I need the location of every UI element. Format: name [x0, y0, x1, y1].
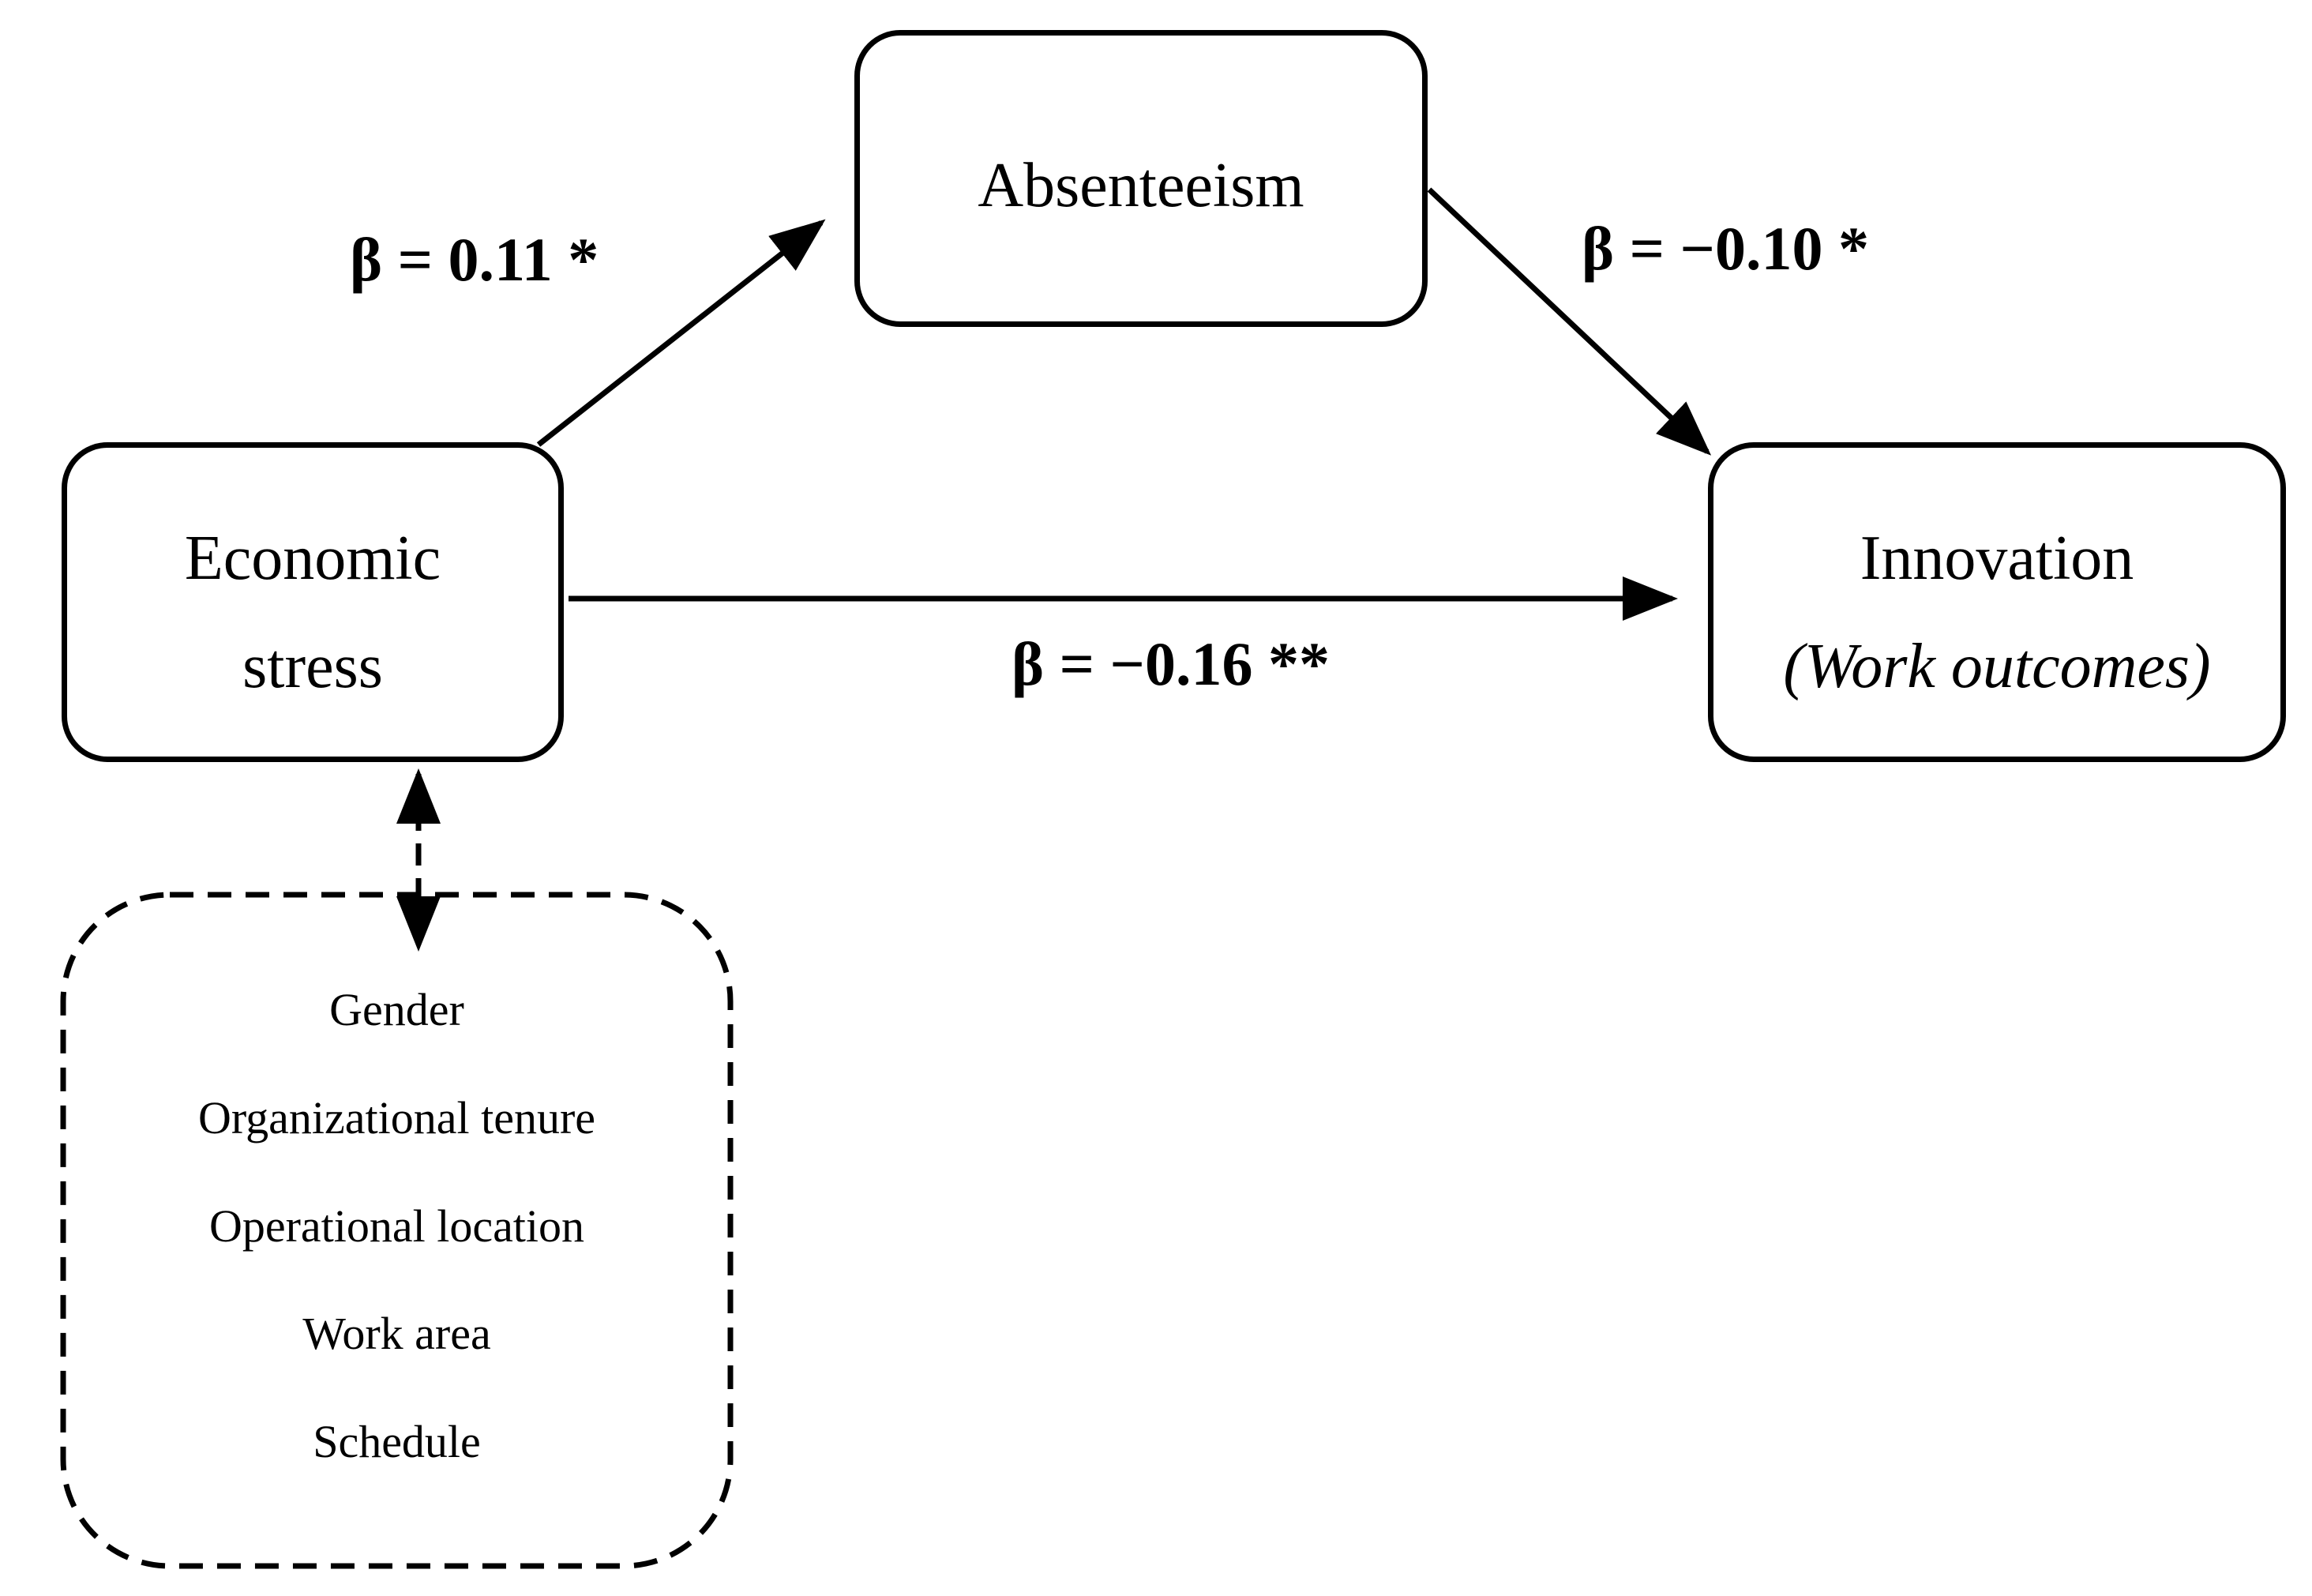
node-innovation-line2: (Work outcomes) [1783, 632, 2211, 701]
node-absenteeism-label: Absenteeism [978, 151, 1304, 220]
node-innovation: Innovation (Work outcomes) [1708, 442, 2286, 762]
control-item: Gender [329, 984, 464, 1035]
control-item: Operational location [208, 1200, 585, 1252]
arrow-absenteeism-to-innovation [1427, 187, 1712, 456]
beta-stress-to-innovation: β = −0.16 ** [1012, 629, 1330, 698]
node-economic-stress-line1: Economic [184, 524, 441, 593]
node-innovation-line1: Innovation [1860, 524, 2134, 593]
arrow-stress-to-absenteeism [536, 219, 826, 447]
node-absenteeism: Absenteeism [854, 30, 1428, 327]
control-item: Organizational tenure [198, 1092, 595, 1143]
controls-box-border [60, 892, 734, 1569]
beta-absenteeism-to-innovation: β = −0.10 * [1582, 214, 1869, 283]
beta-stress-to-absenteeism: β = 0.11 * [350, 225, 599, 294]
controls-box: Gender Organizational tenure Operational… [63, 895, 730, 1574]
node-economic-stress-line2: stress [242, 632, 383, 701]
node-economic-stress: Economic stress [62, 442, 564, 762]
control-item: Work area [302, 1308, 491, 1359]
control-item: Schedule [313, 1416, 481, 1467]
